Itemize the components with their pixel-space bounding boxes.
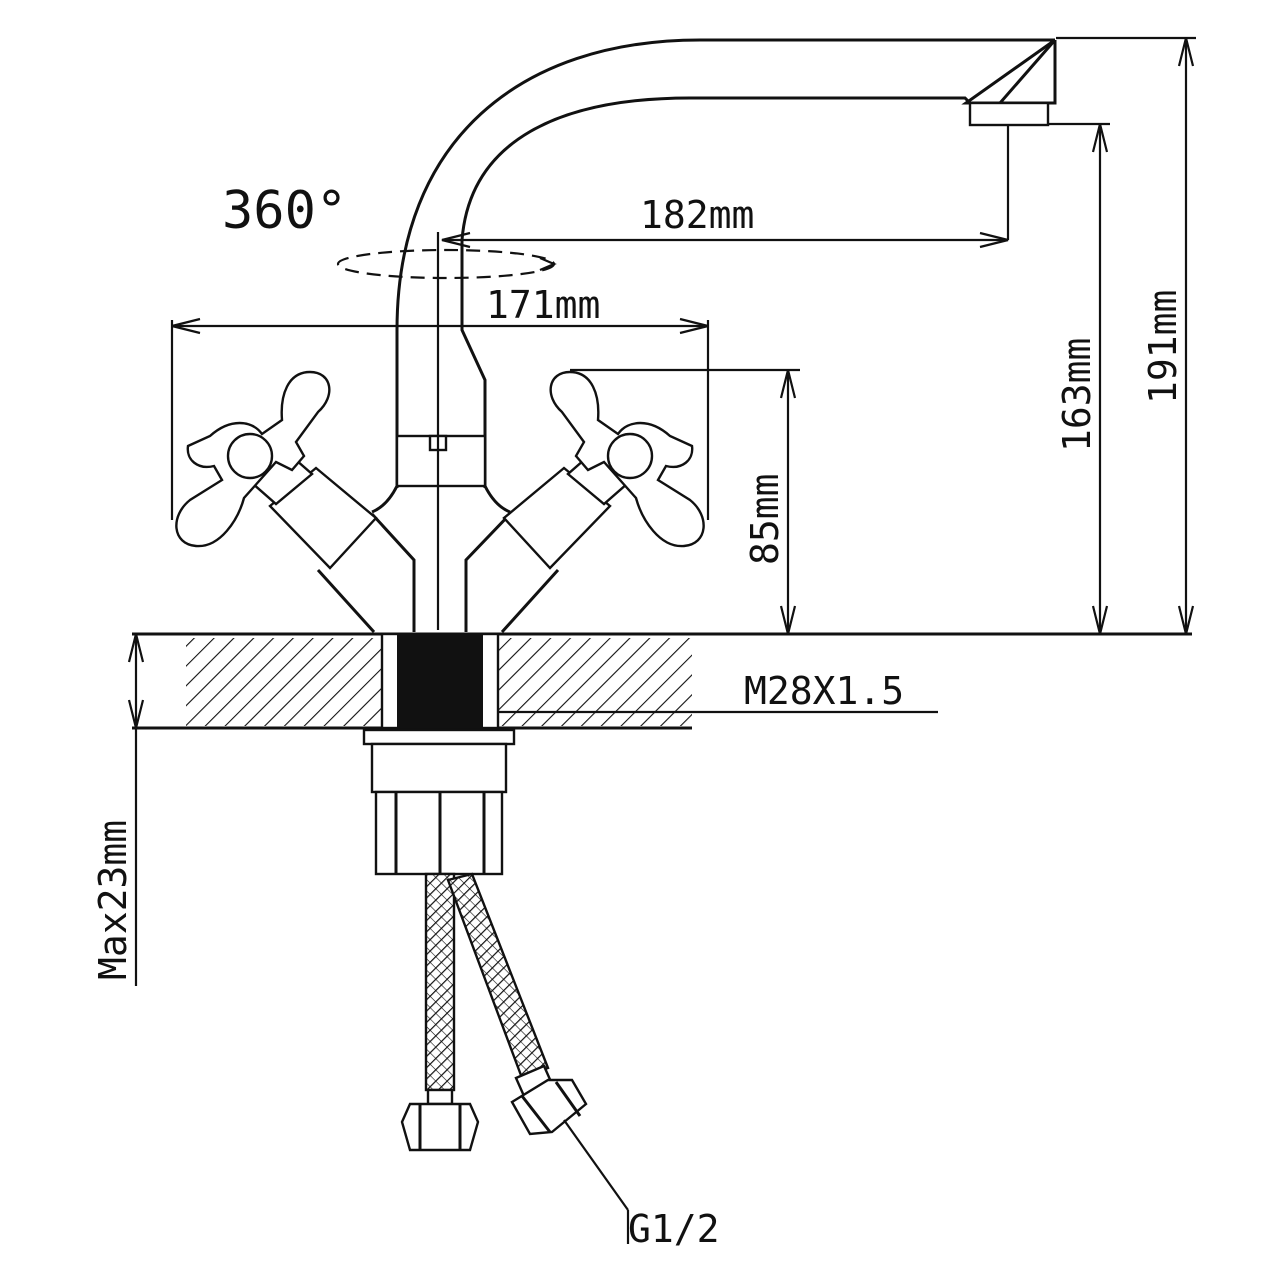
mounting-nut bbox=[362, 728, 516, 876]
dim-spout-reach-label: 182mm bbox=[640, 193, 754, 237]
aerator bbox=[968, 101, 1050, 127]
right-valve bbox=[464, 370, 705, 634]
hose-thread-label: G1/2 bbox=[628, 1207, 720, 1251]
body-collar bbox=[371, 434, 511, 514]
dim-counter-thickness bbox=[127, 633, 145, 986]
rotation-indicator bbox=[336, 248, 557, 280]
dim-handle-span bbox=[170, 317, 710, 520]
dim-outlet-height bbox=[1048, 122, 1110, 635]
dim-spout-reach bbox=[441, 126, 1010, 249]
left-valve bbox=[175, 370, 416, 634]
mounting-stud bbox=[397, 633, 483, 729]
dim-handle-height bbox=[570, 368, 800, 635]
dim-total-height bbox=[1056, 36, 1196, 635]
dim-handle-span-label: 171mm bbox=[486, 283, 600, 327]
hose-angled bbox=[446, 872, 588, 1136]
counter-section bbox=[132, 632, 1192, 730]
dim-handle-height-label: 85mm bbox=[743, 473, 787, 565]
rotation-label: 360° bbox=[222, 181, 347, 241]
hose-straight bbox=[400, 872, 480, 1152]
dim-total-height-label: 191mm bbox=[1141, 290, 1185, 404]
thread-label: M28X1.5 bbox=[744, 669, 904, 713]
hose-thread-leader bbox=[563, 1119, 630, 1244]
dim-outlet-height-label: 163mm bbox=[1055, 338, 1099, 452]
spout bbox=[395, 38, 1057, 488]
dim-counter-thickness-label: Max23mm bbox=[91, 820, 135, 980]
